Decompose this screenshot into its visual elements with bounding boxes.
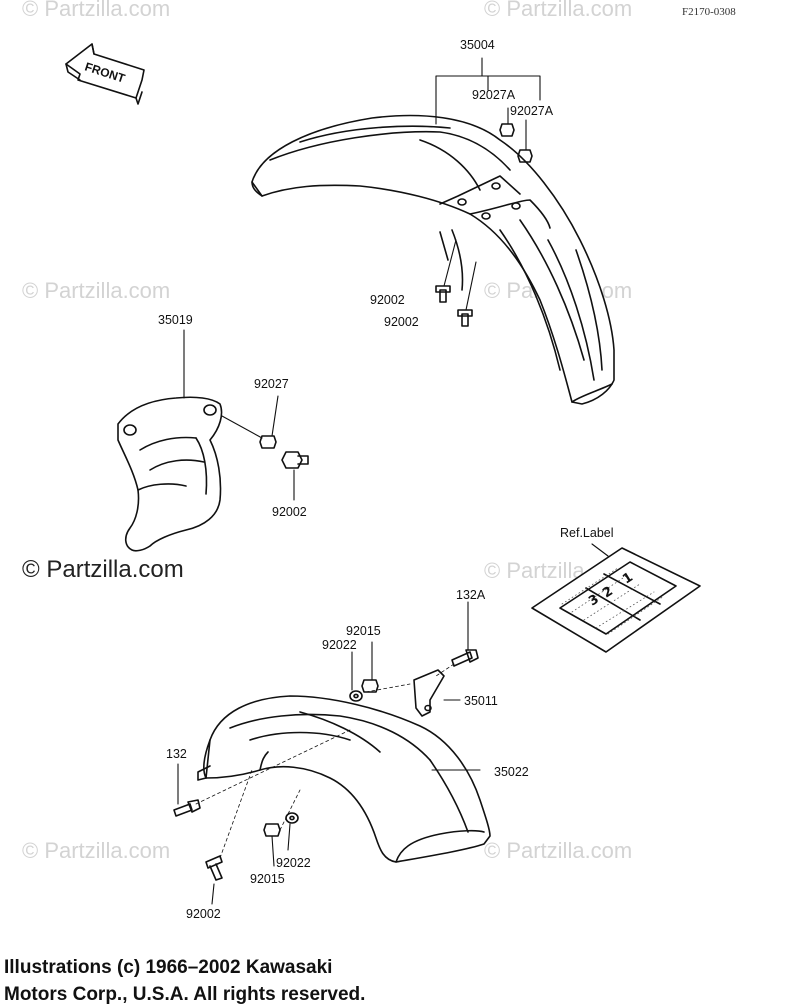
part-label-92022[interactable]: 92022 [276, 856, 311, 870]
watermark-main: © Partzilla.com [22, 556, 184, 583]
part-label-92027[interactable]: 92027 [254, 377, 289, 391]
part-label-92027a[interactable]: 92027A [472, 88, 516, 102]
nut-icon [499, 123, 533, 163]
bracket-icon [413, 669, 445, 717]
part-label-92015[interactable]: 92015 [346, 624, 381, 638]
bolt-icon [173, 799, 201, 817]
watermark: © Partzilla.com [22, 0, 171, 21]
watermark: © Partzilla.com [22, 838, 171, 863]
figure-code: F2170-0308 [682, 6, 736, 18]
part-label-92002[interactable]: 92002 [272, 505, 307, 519]
rear-fender-icon [197, 695, 491, 863]
nut-icon [349, 679, 379, 702]
copyright-line: Illustrations (c) 1966–2002 Kawasaki [4, 957, 333, 978]
part-label-92002[interactable]: 92002 [370, 293, 405, 307]
chain-guard-icon [117, 396, 223, 552]
part-label-132[interactable]: 132 [166, 747, 187, 761]
part-label-92002[interactable]: 92002 [384, 315, 419, 329]
part-label-35011[interactable]: 35011 [464, 694, 498, 708]
part-label-ref-label[interactable]: Ref.Label [560, 526, 614, 540]
front-fender-icon [251, 114, 615, 405]
watermark: © Partzilla.com [484, 838, 633, 863]
part-label-92022[interactable]: 92022 [322, 638, 357, 652]
nut-icon [259, 435, 277, 449]
part-label-92027a[interactable]: 92027A [510, 104, 554, 118]
bolt-icon [435, 285, 473, 327]
ref-label-card-icon [531, 547, 701, 653]
copyright-notice: Illustrations (c) 1966–2002 Kawasaki Mot… [4, 954, 365, 1008]
part-label-132a[interactable]: 132A [456, 588, 486, 602]
bolt-icon [451, 649, 479, 667]
copyright-line: Motors Corp., U.S.A. All rights reserved… [4, 984, 366, 1005]
bolt-icon [205, 855, 223, 881]
bolt-icon [281, 451, 309, 469]
front-arrow-icon [65, 43, 145, 105]
part-label-35019[interactable]: 35019 [158, 313, 193, 327]
watermark: © Partzilla.com [22, 278, 171, 303]
leader-lines [177, 57, 609, 905]
nut-icon [263, 812, 299, 837]
part-label-92015[interactable]: 92015 [250, 872, 285, 886]
alignment-lines [195, 663, 455, 859]
watermark: © Partzilla.com [484, 0, 633, 21]
part-label-35004[interactable]: 35004 [460, 38, 495, 52]
part-label-92002[interactable]: 92002 [186, 907, 221, 921]
part-label-35022[interactable]: 35022 [494, 765, 529, 779]
